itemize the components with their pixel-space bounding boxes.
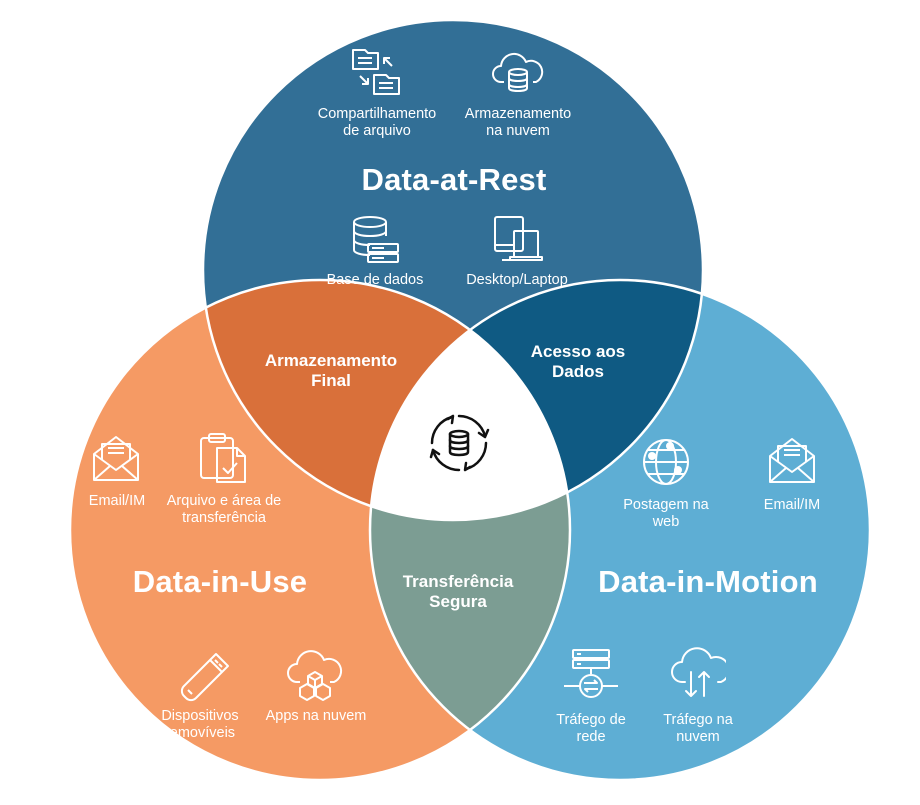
data-in-motion-title: Data-in-Motion — [598, 564, 818, 599]
database-server-icon — [353, 216, 399, 263]
removable-devices-label: Dispositivos removíveis — [161, 708, 239, 742]
globe-icon — [643, 439, 689, 485]
desktop-laptop-label: Desktop/Laptop — [466, 272, 568, 288]
cloud-storage-label: Armazenamento na nuvem — [464, 106, 572, 140]
access-intersection-label: Acesso aos Dados — [530, 342, 626, 382]
data-at-rest-title: Data-at-Rest — [361, 162, 547, 197]
cloud-traffic-icon — [671, 647, 726, 697]
center-region — [370, 280, 570, 520]
storage-intersection-label: Armazenamento Final — [264, 351, 398, 391]
clipboard-icon — [200, 433, 246, 483]
file-sharing-label: Compartilhamento de arquivo — [317, 106, 437, 140]
cloud-apps-icon — [287, 650, 343, 701]
network-traffic-icon — [564, 649, 618, 698]
email-icon — [769, 438, 815, 483]
usb-drive-icon — [180, 653, 229, 702]
transfer-intersection-label: Transferência Segura — [402, 572, 514, 612]
file-sharing-icon — [352, 49, 400, 95]
web-posting-label: Postagem na web — [623, 497, 709, 531]
data-in-use-title: Data-in-Use — [132, 564, 308, 599]
database-label: Base de dados — [326, 272, 424, 288]
cloud-traffic-label: Tráfego na nuvem — [663, 712, 733, 746]
email-im-use-label: Email/IM — [88, 493, 146, 509]
network-traffic-label: Tráfego de rede — [556, 712, 626, 746]
cloud-storage-icon — [492, 52, 544, 92]
cloud-apps-label: Apps na nuvem — [265, 708, 367, 724]
clipboard-label: Arquivo e área de transferência — [166, 493, 282, 527]
desktop-laptop-icon — [494, 216, 543, 261]
email-im-motion-label: Email/IM — [763, 497, 821, 513]
database-sync-icon — [429, 414, 490, 472]
email-icon — [93, 436, 139, 481]
